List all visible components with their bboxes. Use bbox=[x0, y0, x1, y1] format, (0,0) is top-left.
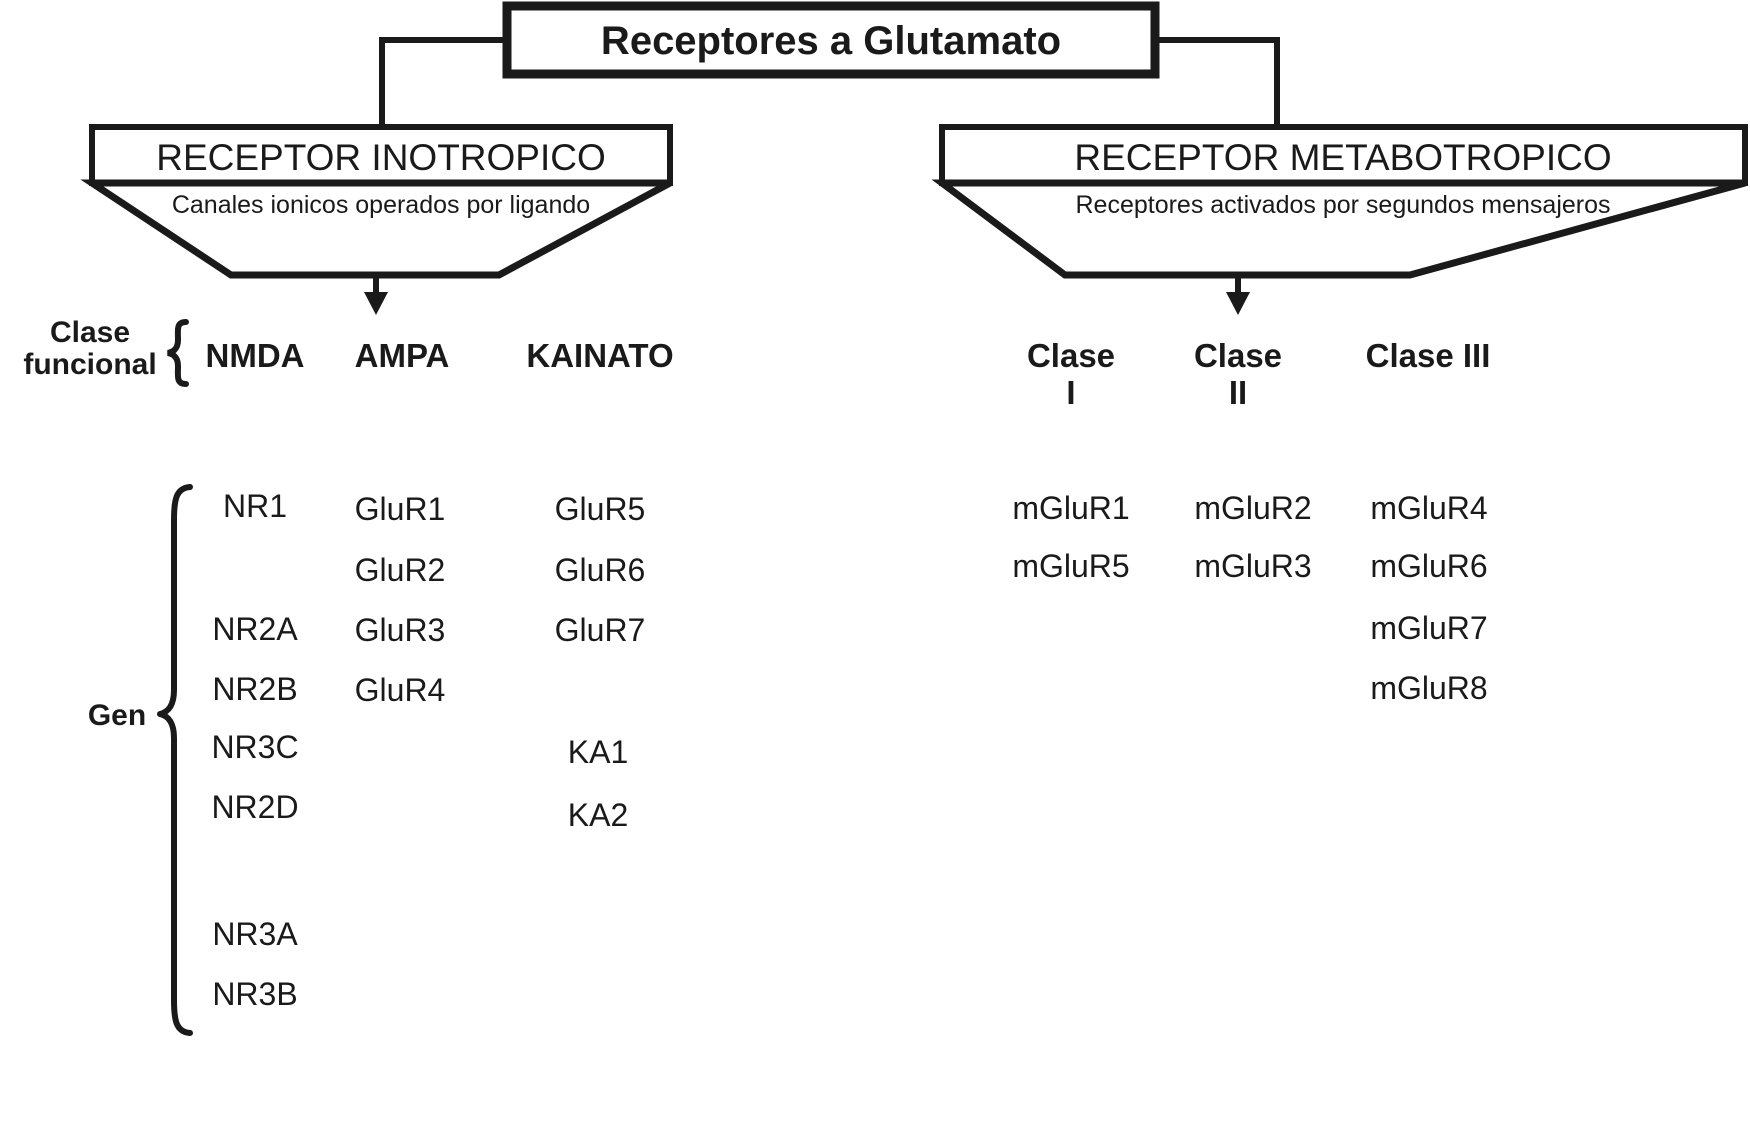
gene-item: GluR4 bbox=[354, 672, 446, 708]
row-label-gene: Gen bbox=[87, 699, 147, 732]
gene-item: NR1 bbox=[222, 488, 288, 524]
gene-item: NR3A bbox=[212, 916, 298, 952]
ionotropic-funnel bbox=[80, 179, 672, 279]
gene-item: KA2 bbox=[567, 797, 629, 833]
ionotropic-subtitle: Canales ionicos operados por ligando bbox=[171, 191, 591, 219]
gene-item: mGluR2 bbox=[1194, 490, 1312, 526]
gene-item: GluR7 bbox=[554, 612, 646, 648]
ionotropic-heading: RECEPTOR INOTROPICO bbox=[156, 137, 606, 178]
gene-item: GluR6 bbox=[554, 552, 646, 588]
gene-item: mGluR5 bbox=[1012, 548, 1130, 584]
gene-item: mGluR1 bbox=[1012, 490, 1130, 526]
gene-item: mGluR7 bbox=[1370, 610, 1488, 646]
ionotropic-heading-box bbox=[89, 124, 673, 186]
gene-item: GluR5 bbox=[554, 491, 646, 527]
gene-brace bbox=[157, 484, 193, 1036]
connector-to-ionotropic bbox=[379, 37, 507, 127]
metabotropic-arrow-head bbox=[1226, 292, 1250, 315]
gene-item: GluR1 bbox=[354, 491, 446, 527]
page-title: Receptores a Glutamato bbox=[600, 19, 1062, 63]
class-header-clase-i: Clase I bbox=[1026, 337, 1116, 411]
class-header-ampa: AMPA bbox=[354, 337, 450, 374]
metabotropic-funnel bbox=[931, 179, 1746, 279]
connector-to-metabotropic bbox=[1155, 37, 1280, 127]
gene-item: mGluR4 bbox=[1370, 490, 1488, 526]
row-label-functional-class: Clase funcional bbox=[23, 316, 157, 382]
gene-item: NR2B bbox=[212, 671, 298, 707]
gene-item: mGluR3 bbox=[1194, 548, 1312, 584]
gene-item: mGluR8 bbox=[1370, 670, 1488, 706]
class-header-kainato: KAINATO bbox=[526, 337, 674, 374]
class-header-clase-ii: Clase II bbox=[1193, 337, 1283, 411]
gene-item: NR3C bbox=[211, 729, 299, 765]
gene-item: GluR2 bbox=[354, 552, 446, 588]
gene-item: KA1 bbox=[567, 734, 629, 770]
metabotropic-heading-box bbox=[939, 124, 1748, 186]
metabotropic-heading: RECEPTOR METABOTROPICO bbox=[1074, 137, 1612, 178]
ionotropic-arrow-head bbox=[364, 292, 388, 315]
gene-item: NR2A bbox=[212, 611, 298, 647]
class-header-nmda: NMDA bbox=[205, 337, 305, 374]
gene-item: GluR3 bbox=[354, 612, 446, 648]
metabotropic-subtitle: Receptores activados por segundos mensaj… bbox=[1075, 191, 1611, 219]
gene-item: NR3B bbox=[212, 976, 298, 1012]
gene-item: mGluR6 bbox=[1370, 548, 1488, 584]
functional-class-brace bbox=[167, 319, 189, 387]
gene-item: NR2D bbox=[211, 789, 299, 825]
class-header-clase-iii: Clase III bbox=[1365, 337, 1491, 374]
